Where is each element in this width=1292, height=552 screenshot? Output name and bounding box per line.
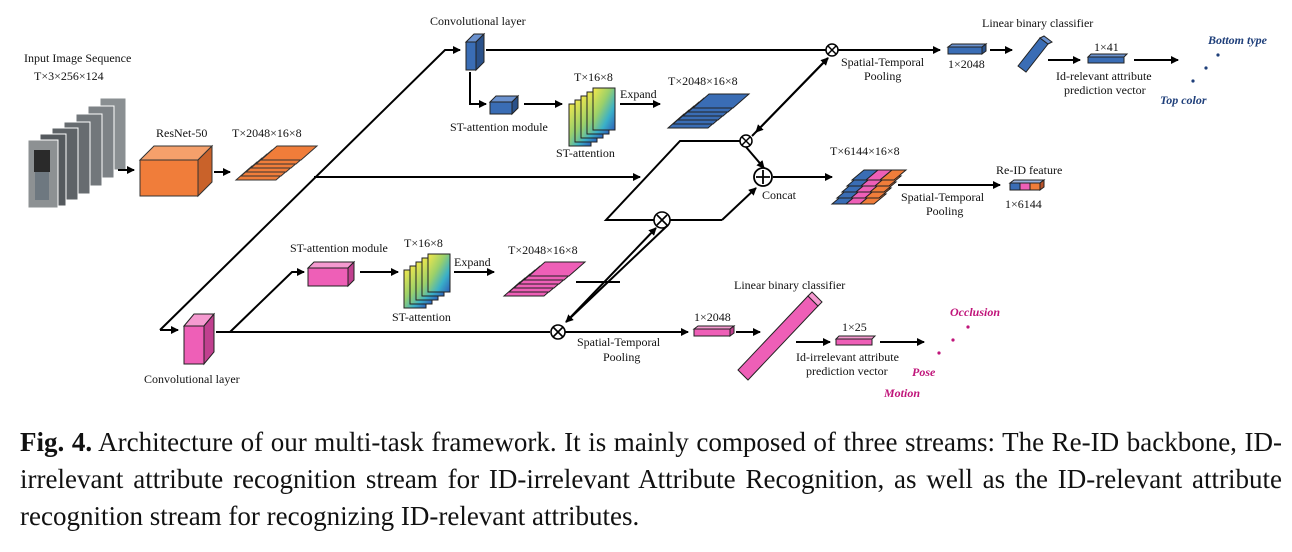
expanded-feature-bottom (502, 261, 587, 297)
pred-bottom-text-1: Id-irrelevant attribute (796, 350, 899, 364)
vec-top-label: 1×2048 (948, 57, 985, 71)
lbc-bottom-block (737, 291, 823, 381)
expand-bottom-label: Expand (454, 255, 491, 269)
attr-top-dots (1191, 53, 1220, 83)
stp-bot-label-1: Spatial-Temporal (577, 335, 661, 349)
caption-text: Architecture of our multi-task framework… (20, 427, 1282, 531)
st-module-bottom-block (306, 260, 356, 288)
lbc-bottom-label: Linear binary classifier (734, 278, 845, 292)
multiply-node-top (825, 43, 839, 57)
multiply-node-mid-bottom (653, 211, 671, 229)
resnet-block (138, 144, 214, 198)
arrow-mid-top-concat (745, 146, 765, 169)
reid-feature-label: Re-ID feature (996, 163, 1062, 177)
st-module-bottom-label: ST-attention module (290, 241, 388, 255)
arrow-conv-bottom-st (229, 268, 305, 333)
st-attention-bottom-label: ST-attention (392, 310, 451, 324)
arrow-to-mult-bottom (565, 224, 669, 323)
conv-bottom-label: Convolutional layer (144, 372, 240, 386)
multiply-node-mid-top (739, 134, 753, 148)
expand-top-label: Expand (620, 87, 657, 101)
pred-bottom-text-2: prediction vector (806, 364, 888, 378)
pred-top-text-1: Id-relevant attribute (1056, 69, 1152, 83)
st-module-top-label: ST-attention module (450, 120, 548, 134)
attr-motion: Motion (883, 386, 920, 400)
pred-top-text-2: prediction vector (1064, 83, 1146, 97)
st-attention-top-maps (568, 87, 616, 147)
lbc-top-block (1017, 35, 1053, 73)
attr-bottom-type: Bottom type (1207, 33, 1268, 47)
input-sequence-label: Input Image Sequence (24, 51, 131, 65)
resnet-dims-label: T×2048×16×8 (232, 126, 302, 140)
attr-top-color: Top color (1160, 93, 1207, 107)
architecture-diagram: Input Image Sequence T×3×256×124 ResNet-… (24, 14, 1268, 400)
concat-node (753, 167, 773, 187)
conv-bottom-block (182, 312, 216, 366)
arrow-from-mult-top (755, 57, 829, 133)
caption-prefix: Fig. 4. (20, 427, 93, 457)
st-attention-bottom-maps (403, 253, 451, 309)
multiply-node-bottom (550, 324, 566, 340)
conv-top-label: Convolutional layer (430, 14, 526, 28)
figure-caption: Fig. 4. Architecture of our multi-task f… (20, 424, 1282, 535)
expand-dims-bottom-label: T×2048×16×8 (508, 243, 578, 257)
attr-occlusion: Occlusion (950, 305, 1000, 319)
input-image-stack (27, 97, 127, 209)
reid-dims-label: 1×6144 (1005, 197, 1042, 211)
concat-dims-label: T×6144×16×8 (830, 144, 900, 158)
pred-bottom-vector (834, 335, 877, 346)
vec-bottom-block (692, 325, 736, 337)
arrow-conv-top-st (469, 72, 487, 108)
pred-bottom-dims: 1×25 (842, 320, 867, 334)
st-attention-top-label: ST-attention (556, 146, 615, 160)
pred-top-dims: 1×41 (1094, 40, 1119, 54)
input-dims-label: T×3×256×124 (34, 69, 104, 83)
expanded-feature-top (666, 93, 751, 129)
concat-feature-stack (830, 169, 908, 205)
stp-mid-label-2: Pooling (926, 204, 963, 218)
concat-label: Concat (762, 188, 797, 202)
expand-dims-top-label: T×2048×16×8 (668, 74, 738, 88)
vec-bottom-label: 1×2048 (694, 310, 731, 324)
pred-top-vector (1086, 53, 1129, 64)
arrow-to-conv-top (159, 46, 461, 331)
loop-mid-path (603, 140, 740, 221)
backbone-feature-stack (234, 145, 319, 181)
arrow-mid-bottom-concat (721, 187, 757, 221)
stp-bot-label-2: Pooling (603, 350, 640, 364)
st-dims-bottom-label: T×16×8 (404, 236, 443, 250)
st-dims-top-label: T×16×8 (574, 70, 613, 84)
stp-top-label-1: Spatial-Temporal (841, 55, 925, 69)
conv-top-block (464, 32, 486, 72)
vec-top-block (946, 43, 988, 55)
stp-mid-label-1: Spatial-Temporal (901, 190, 985, 204)
attr-pose: Pose (912, 365, 936, 379)
stp-top-label-2: Pooling (864, 69, 901, 83)
arrow-from-mult-bottom (565, 227, 657, 323)
st-module-top-block (488, 94, 520, 116)
resnet-label: ResNet-50 (156, 126, 207, 140)
attr-bottom-dots (937, 325, 970, 355)
lbc-top-label: Linear binary classifier (982, 16, 1093, 30)
reid-feature-vector (1008, 179, 1046, 191)
